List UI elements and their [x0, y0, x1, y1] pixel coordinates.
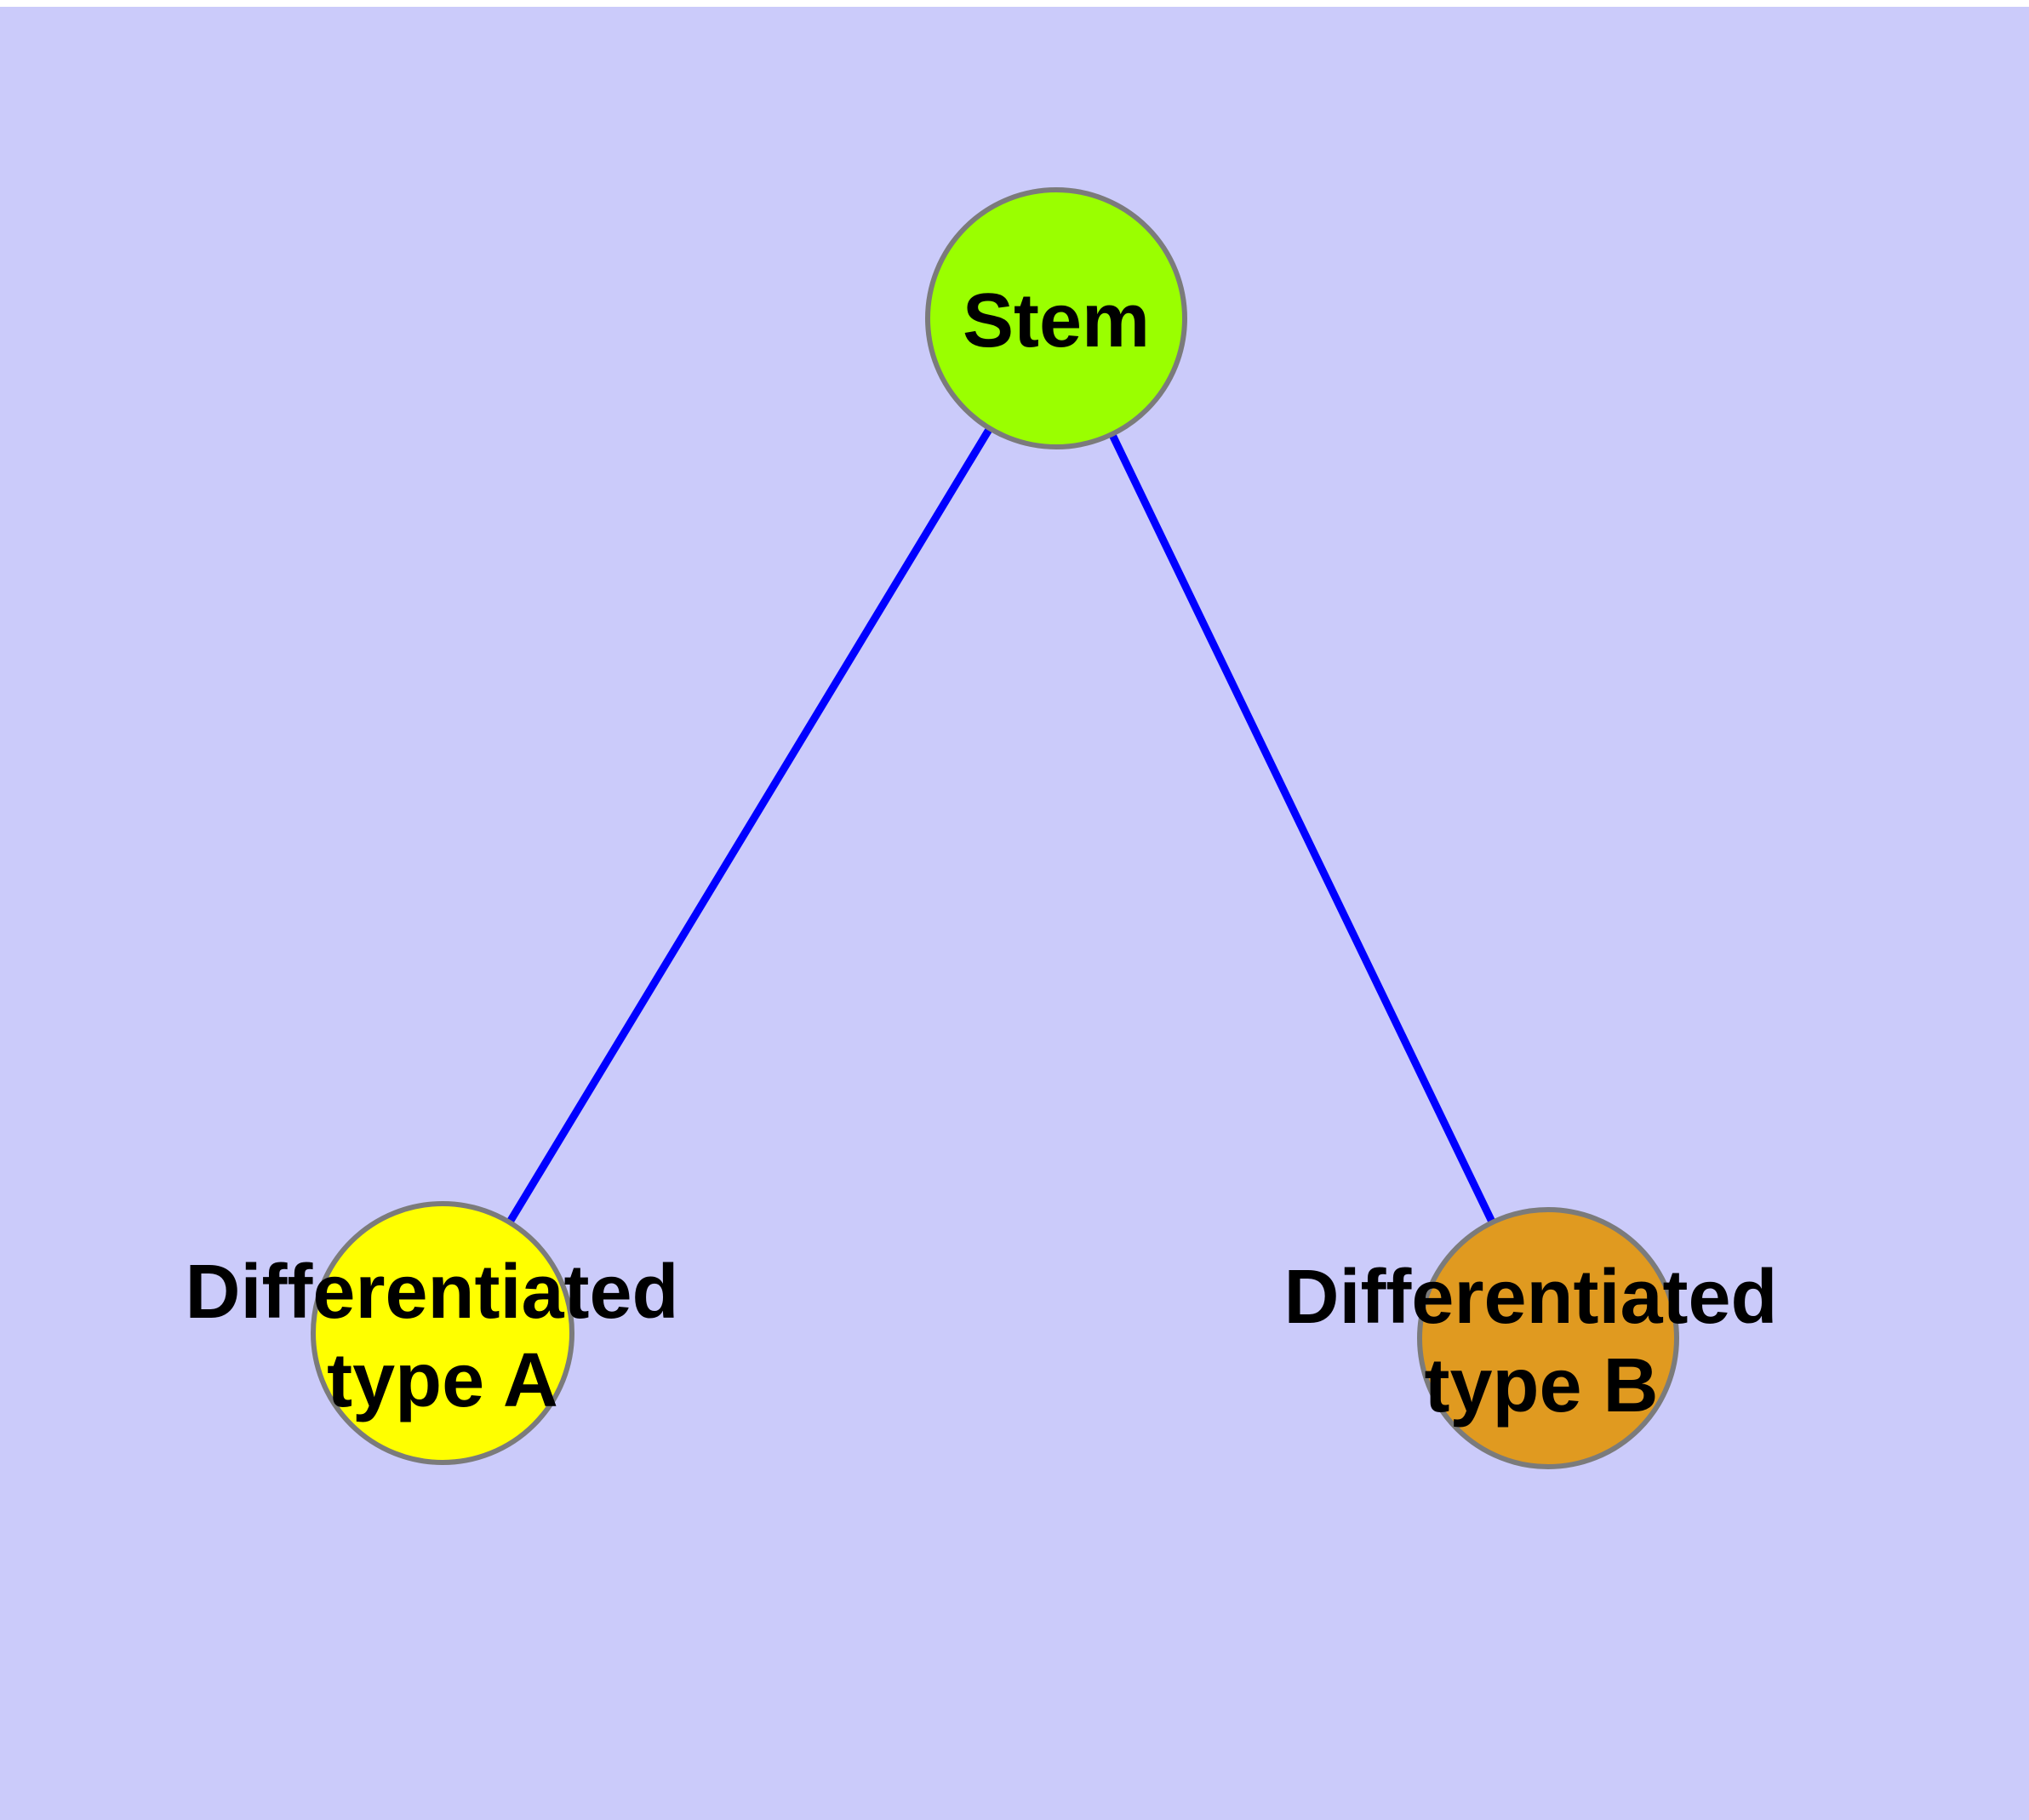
edge-stem-to-type-b [1052, 314, 1552, 1342]
differentiated-type-b-label-line2: type B [1424, 1343, 1658, 1428]
differentiated-type-b-label: Differentiated type B [1283, 1255, 1798, 1428]
differentiated-type-a-label-line1: Differentiated [185, 1250, 678, 1335]
differentiated-type-a-circle [311, 1201, 574, 1465]
edge-stem-to-type-a [438, 314, 1060, 1337]
stem-node: Stem [925, 187, 1187, 449]
differentiated-type-b-circle [1417, 1207, 1679, 1469]
differentiated-type-a-node: Differentiated type A [185, 1201, 700, 1465]
differentiated-type-a-label-line2: type A [327, 1338, 558, 1423]
stem-node-circle [925, 187, 1187, 449]
differentiated-type-b-label-line1: Differentiated [1283, 1255, 1777, 1340]
differentiated-type-b-node: Differentiated type B [1283, 1207, 1798, 1469]
stem-node-label: Stem [963, 278, 1150, 363]
differentiated-type-a-label: Differentiated type A [185, 1250, 700, 1423]
edge-layer [438, 314, 1552, 1342]
